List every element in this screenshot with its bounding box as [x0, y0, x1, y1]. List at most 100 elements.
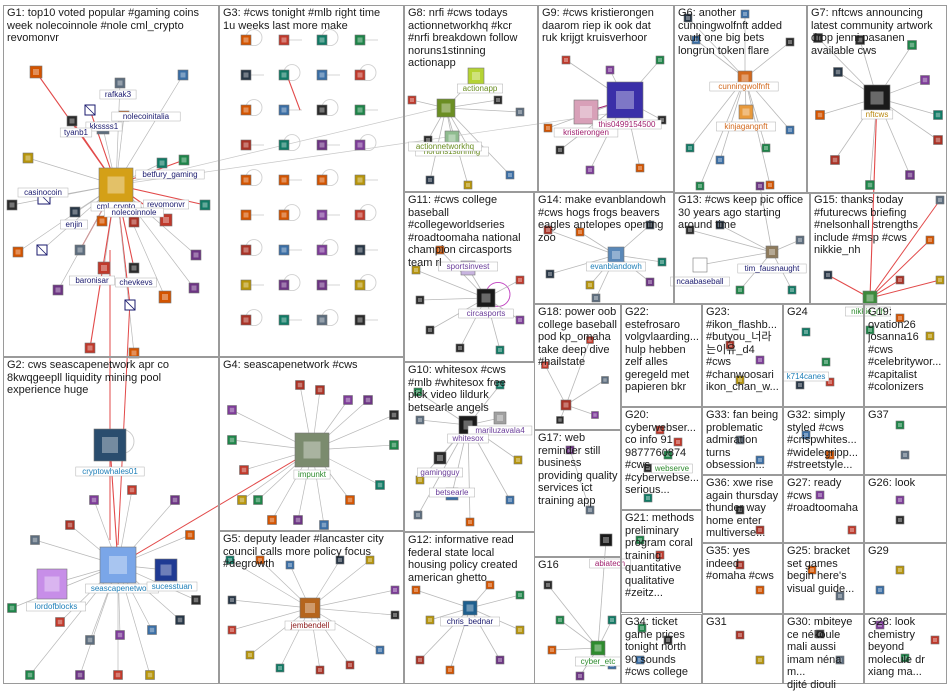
- vertex-node[interactable]: [495, 380, 505, 390]
- vertex-node[interactable]: [278, 244, 290, 256]
- vertex-node[interactable]: [895, 420, 905, 430]
- node-mariluzavala4[interactable]: [493, 411, 507, 425]
- vertex-node[interactable]: [85, 635, 95, 645]
- vertex-node[interactable]: [255, 555, 265, 565]
- vertex-node[interactable]: [495, 345, 505, 355]
- vertex-node[interactable]: [145, 670, 155, 680]
- vertex-node[interactable]: [586, 336, 594, 344]
- vertex-node[interactable]: [365, 555, 375, 565]
- vertex-node[interactable]: [735, 375, 745, 385]
- vertex-node[interactable]: [801, 327, 811, 337]
- vertex-node[interactable]: [335, 555, 345, 565]
- vertex-node[interactable]: [735, 505, 745, 515]
- hub-node-nftcws[interactable]: [863, 84, 891, 112]
- vertex-node[interactable]: [407, 95, 417, 105]
- vertex-node[interactable]: [505, 170, 515, 180]
- vertex-node[interactable]: [755, 181, 765, 191]
- vertex-node[interactable]: [278, 314, 290, 326]
- vertex-node[interactable]: [267, 515, 277, 525]
- vertex-node[interactable]: [354, 279, 366, 291]
- vertex-node[interactable]: [585, 505, 595, 515]
- vertex-node[interactable]: [75, 670, 85, 680]
- vertex-node[interactable]: [425, 325, 435, 335]
- vertex-node[interactable]: [735, 435, 745, 445]
- vertex-node[interactable]: [158, 290, 172, 304]
- vertex-node[interactable]: [635, 163, 645, 173]
- vertex-node[interactable]: [575, 671, 585, 681]
- vertex-node[interactable]: [278, 34, 290, 46]
- vertex-node[interactable]: [635, 535, 645, 545]
- vertex-node[interactable]: [227, 625, 237, 635]
- vertex-node[interactable]: [515, 107, 525, 117]
- vertex-node[interactable]: [761, 143, 771, 153]
- vertex-node[interactable]: [354, 174, 366, 186]
- node-lordofblocks[interactable]: [36, 568, 68, 600]
- vertex-node[interactable]: [541, 361, 549, 369]
- vertex-node[interactable]: [655, 55, 665, 65]
- vertex-node[interactable]: [240, 69, 252, 81]
- vertex-node[interactable]: [225, 555, 235, 565]
- vertex-node[interactable]: [240, 314, 252, 326]
- vertex-node[interactable]: [543, 225, 553, 235]
- vertex-node[interactable]: [253, 495, 263, 505]
- vertex-node[interactable]: [435, 245, 445, 255]
- node-actionnetworkhq[interactable]: [436, 98, 456, 118]
- vertex-node[interactable]: [96, 215, 108, 227]
- vertex-node[interactable]: [278, 104, 290, 116]
- vertex-node[interactable]: [875, 585, 885, 595]
- vertex-node[interactable]: [316, 104, 328, 116]
- vertex-node[interactable]: [933, 110, 943, 120]
- vertex-node[interactable]: [691, 35, 701, 45]
- vertex-node[interactable]: [925, 235, 935, 245]
- vertex-node[interactable]: [124, 299, 136, 311]
- vertex-node[interactable]: [725, 340, 735, 350]
- node-this0499154500[interactable]: [606, 81, 644, 119]
- node-nikkie-nh[interactable]: [862, 290, 878, 306]
- vertex-node[interactable]: [755, 585, 765, 595]
- vertex-node[interactable]: [585, 165, 595, 175]
- vertex-node[interactable]: [765, 180, 775, 190]
- vertex-node[interactable]: [835, 591, 845, 601]
- vertex-node[interactable]: [22, 152, 34, 164]
- vertex-node[interactable]: [545, 269, 555, 279]
- vertex-node[interactable]: [735, 630, 745, 640]
- vertex-node[interactable]: [895, 515, 905, 525]
- vertex-node[interactable]: [113, 670, 123, 680]
- vertex-node[interactable]: [354, 69, 366, 81]
- vertex-node[interactable]: [855, 35, 865, 45]
- vertex-node[interactable]: [605, 65, 615, 75]
- vertex-node[interactable]: [240, 34, 252, 46]
- vertex-node[interactable]: [920, 75, 930, 85]
- vertex-node[interactable]: [345, 660, 355, 670]
- vertex-node[interactable]: [495, 655, 505, 665]
- vertex-node[interactable]: [52, 284, 64, 296]
- vertex-node[interactable]: [685, 225, 695, 235]
- vertex-node[interactable]: [316, 69, 328, 81]
- vertex-node[interactable]: [695, 181, 705, 191]
- vertex-node[interactable]: [191, 595, 201, 605]
- vertex-node[interactable]: [227, 595, 237, 605]
- vertex-node[interactable]: [643, 493, 653, 503]
- vertex-node[interactable]: [127, 485, 137, 495]
- vertex-node[interactable]: [683, 13, 693, 23]
- vertex-node[interactable]: [787, 285, 797, 295]
- vertex-node[interactable]: [655, 550, 665, 560]
- vertex-node[interactable]: [556, 416, 564, 424]
- vertex-node[interactable]: [7, 603, 17, 613]
- vertex-node[interactable]: [84, 104, 96, 116]
- vertex-node[interactable]: [895, 313, 905, 323]
- vertex-node[interactable]: [413, 510, 423, 520]
- vertex-node[interactable]: [900, 450, 910, 460]
- vertex-node[interactable]: [455, 343, 465, 353]
- vertex-node[interactable]: [239, 465, 249, 475]
- vertex-node[interactable]: [240, 279, 252, 291]
- vertex-node[interactable]: [715, 155, 725, 165]
- vertex-node[interactable]: [935, 275, 945, 285]
- vertex-node[interactable]: [278, 69, 290, 81]
- vertex-node[interactable]: [240, 244, 252, 256]
- vertex-node[interactable]: [74, 244, 86, 256]
- vertex-node[interactable]: [685, 143, 695, 153]
- vertex-node[interactable]: [925, 331, 935, 341]
- vertex-node[interactable]: [591, 411, 599, 419]
- vertex-node[interactable]: [413, 387, 423, 397]
